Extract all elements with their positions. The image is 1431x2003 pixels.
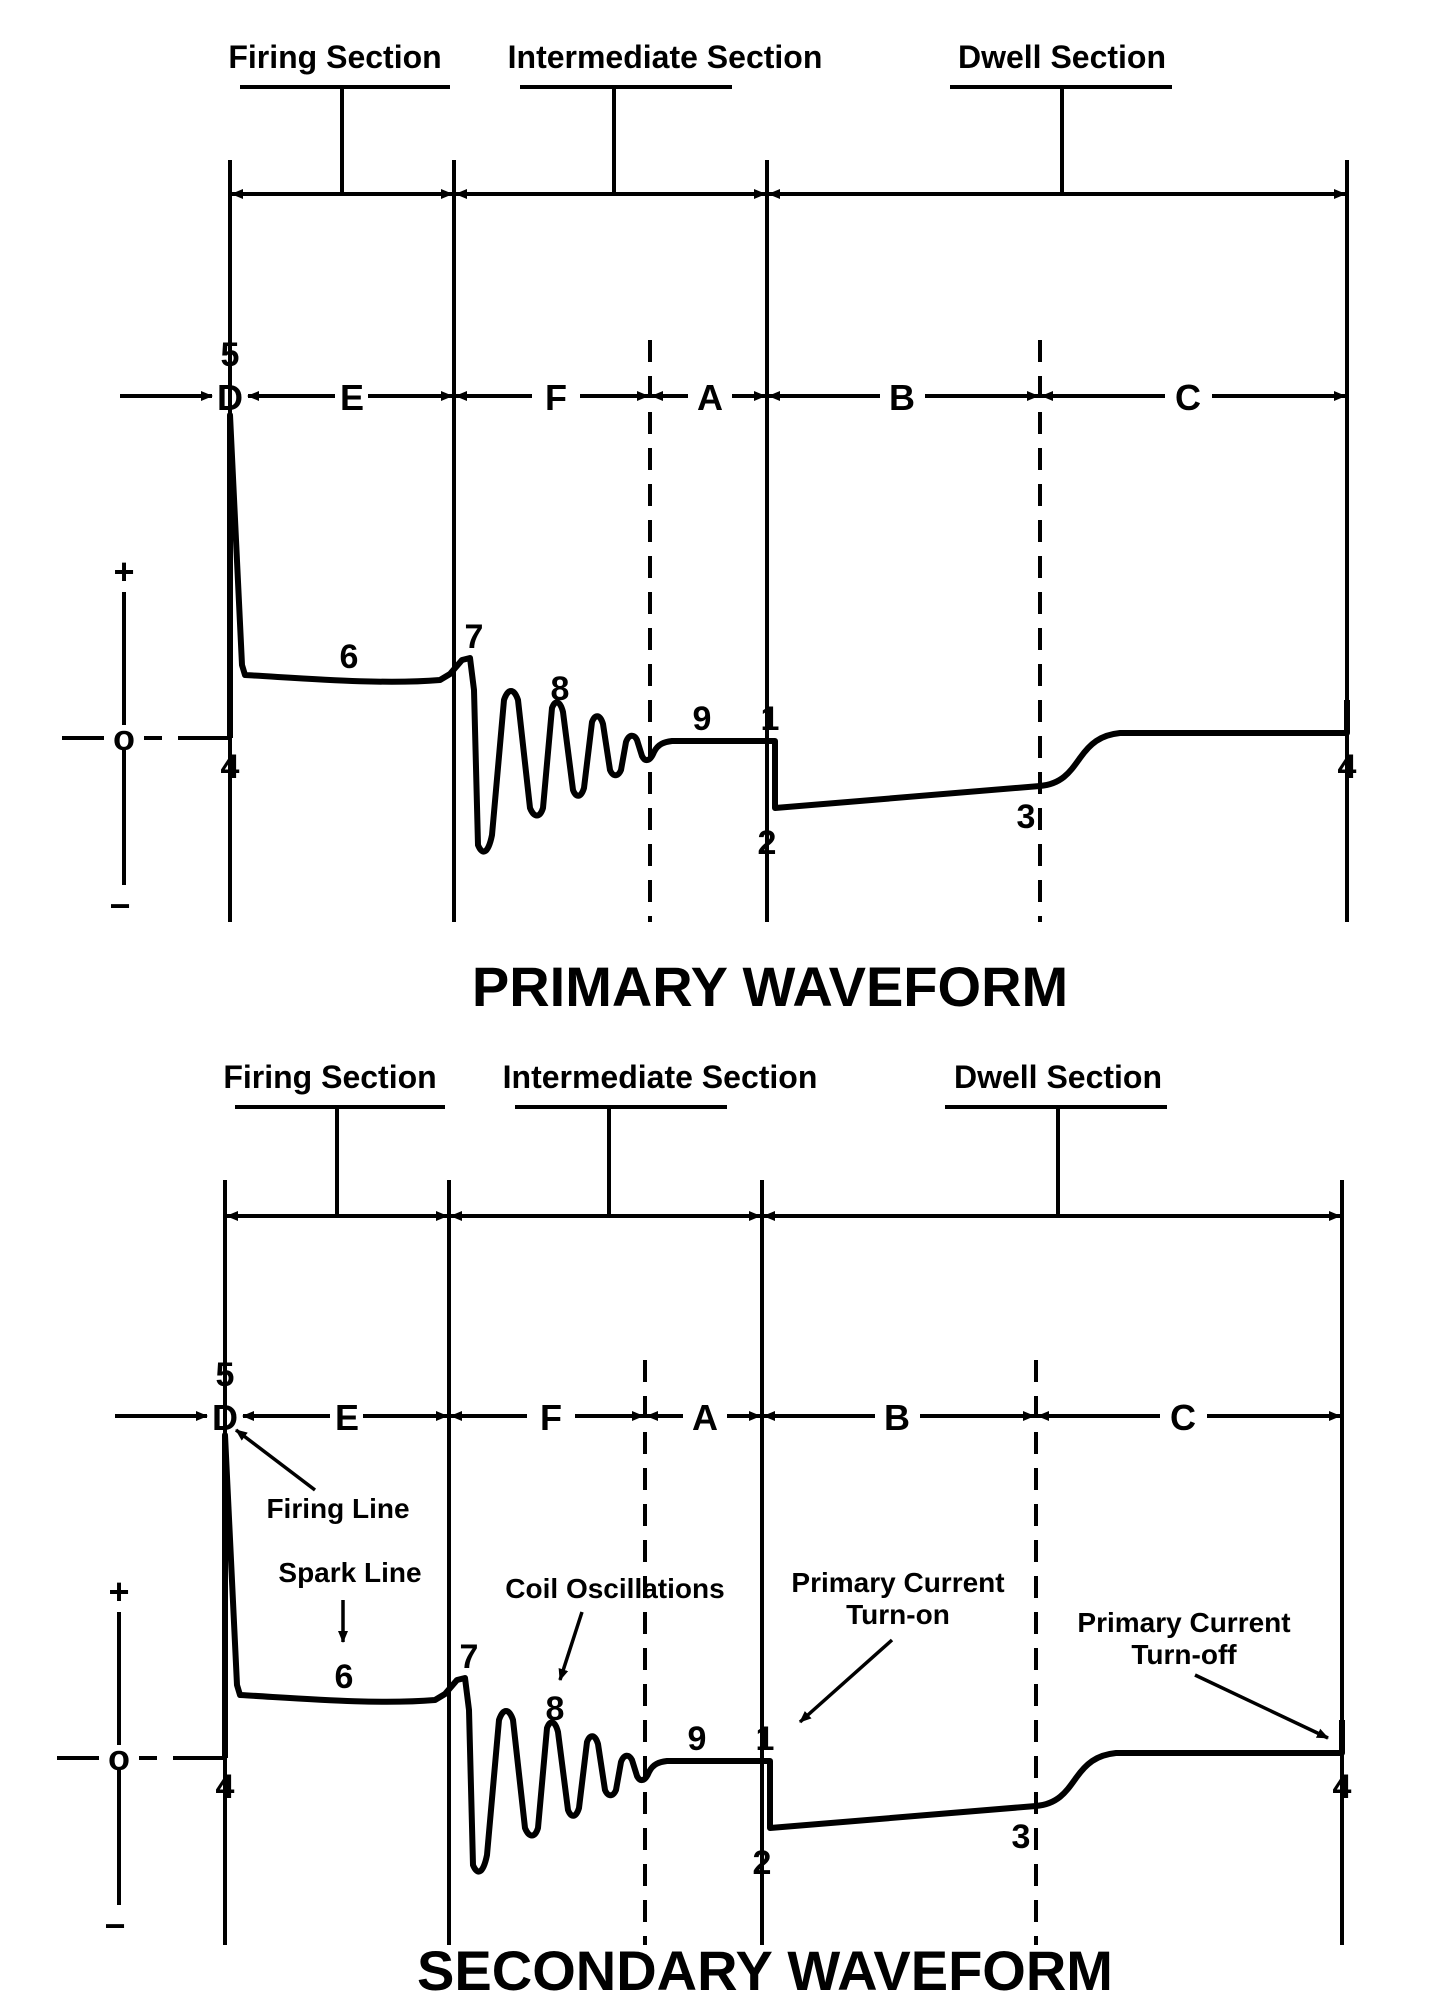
coil-oscillations-annotation: Coil Oscillations (505, 1573, 724, 1604)
primary-dwell-section-label: Dwell Section (958, 39, 1166, 75)
primary-current-turn-off-line2: Turn-off (1131, 1639, 1237, 1670)
secondary-waveform-trace (222, 1432, 1345, 1875)
secondary-point-4-left-label: 4 (216, 1768, 235, 1806)
primary-point-7-label: 7 (465, 618, 484, 656)
primary-waveform-panel: Firing Section Intermediate Section Dwel… (62, 39, 1357, 1018)
secondary-point-2-label: 2 (753, 1844, 772, 1882)
primary-firing-section-label: Firing Section (228, 39, 441, 75)
secondary-point-8-label: 8 (546, 1690, 565, 1728)
primary-current-turn-on-line2: Turn-on (846, 1599, 950, 1630)
primary-point-2-label: 2 (758, 824, 777, 862)
secondary-point-7-label: 7 (460, 1638, 479, 1676)
primary-current-turn-off-arrow (1194, 1673, 1329, 1740)
primary-axis-minus-label: − (109, 885, 130, 926)
primary-point-3-label: 3 (1017, 798, 1036, 836)
primary-voltage-axis (62, 592, 230, 885)
primary-section-brackets (240, 85, 1172, 194)
primary-segment-c-label: C (1175, 377, 1201, 418)
primary-intermediate-section-label: Intermediate Section (508, 39, 823, 75)
primary-point-5-label: 5 (221, 336, 240, 374)
coil-oscillations-arrow (558, 1611, 584, 1681)
secondary-segment-f-label: F (540, 1397, 562, 1438)
secondary-axis-minus-label: − (104, 1905, 125, 1946)
primary-waveform-title: PRIMARY WAVEFORM (472, 955, 1068, 1018)
primary-point-4-left-label: 4 (221, 748, 240, 786)
secondary-axis-zero-label: o (108, 1737, 130, 1778)
secondary-segment-c-label: C (1170, 1397, 1196, 1438)
secondary-firing-section-label: Firing Section (223, 1059, 436, 1095)
secondary-segment-e-label: E (335, 1397, 359, 1438)
firing-line-arrow (234, 1428, 317, 1492)
primary-point-8-label: 8 (551, 670, 570, 708)
secondary-boundaries (223, 1180, 1344, 1945)
primary-waveform-trace (227, 412, 1350, 855)
primary-segment-f-label: F (545, 377, 567, 418)
primary-point-4-right-label: 4 (1338, 748, 1357, 786)
secondary-segment-d-label: D (212, 1397, 238, 1438)
primary-axis-zero-label: o (113, 717, 135, 758)
secondary-point-5-label: 5 (216, 1356, 235, 1394)
secondary-waveform-panel: Firing Section Intermediate Section Dwel… (57, 1059, 1352, 2002)
primary-segment-d-label: D (217, 377, 243, 418)
primary-point-6-label: 6 (340, 638, 359, 676)
secondary-voltage-axis (57, 1612, 225, 1905)
primary-segment-a-label: A (697, 377, 723, 418)
primary-point-9-label: 9 (693, 700, 712, 738)
secondary-point-1-label: 1 (756, 1720, 775, 1758)
secondary-point-6-label: 6 (335, 1658, 354, 1696)
secondary-segment-a-label: A (692, 1397, 718, 1438)
secondary-section-brackets (235, 1105, 1167, 1216)
secondary-waveform-title: SECONDARY WAVEFORM (417, 1939, 1113, 2002)
primary-segment-e-label: E (340, 377, 364, 418)
primary-current-turn-on-arrow (798, 1638, 894, 1724)
primary-point-1-label: 1 (761, 700, 780, 738)
firing-line-annotation: Firing Line (266, 1493, 409, 1524)
primary-current-turn-off-line1: Primary Current (1077, 1607, 1290, 1638)
secondary-segment-b-label: B (884, 1397, 910, 1438)
primary-axis-plus-label: + (113, 551, 134, 592)
primary-current-turn-on-line1: Primary Current (791, 1567, 1004, 1598)
secondary-axis-plus-label: + (108, 1571, 129, 1612)
primary-boundaries (228, 160, 1349, 922)
secondary-point-9-label: 9 (688, 1720, 707, 1758)
secondary-intermediate-section-label: Intermediate Section (503, 1059, 818, 1095)
secondary-point-3-label: 3 (1012, 1818, 1031, 1856)
secondary-dwell-section-label: Dwell Section (954, 1059, 1162, 1095)
secondary-point-4-right-label: 4 (1333, 1768, 1352, 1806)
primary-segment-b-label: B (889, 377, 915, 418)
spark-line-annotation: Spark Line (278, 1557, 421, 1588)
